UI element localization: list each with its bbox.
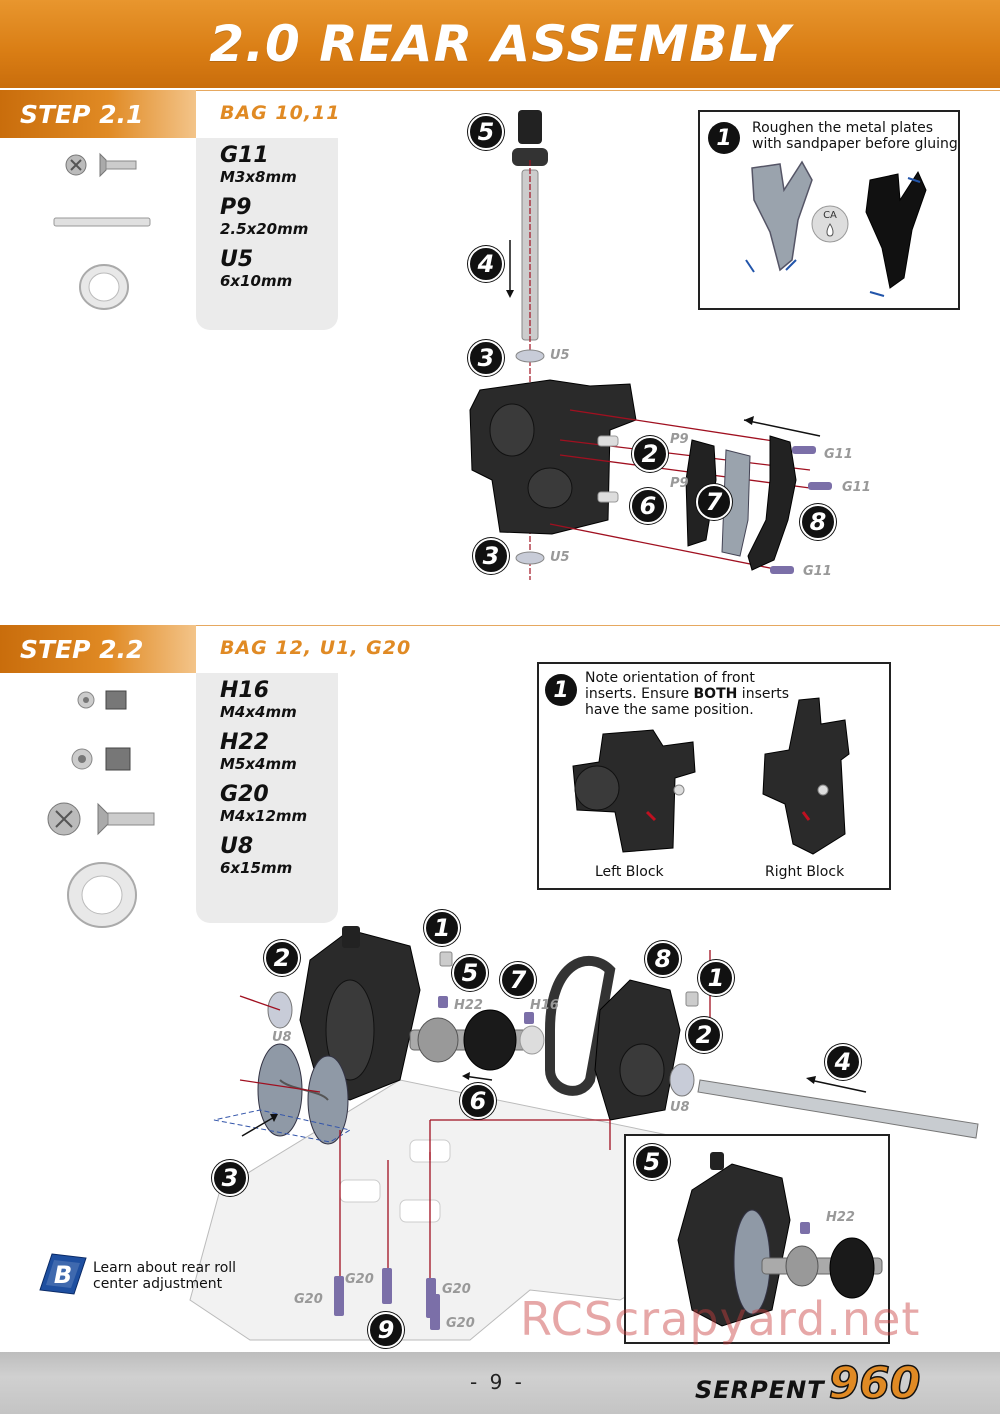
callout-4: 4 <box>825 1044 861 1080</box>
learn-text: Learn about rear roll center adjustment <box>93 1260 237 1292</box>
tag-u5b: U5 <box>550 550 570 565</box>
step-divider <box>196 90 1000 91</box>
part-g11: G11 M3x8mm <box>220 143 297 187</box>
metal-plates-illustration: CA <box>745 160 927 297</box>
callout-3: 3 <box>468 340 504 376</box>
svg-text:B: B <box>54 1261 72 1289</box>
screw-g20-icon <box>47 802 155 836</box>
step-2-2-parts-panel: H16 M4x4mm H22 M5x4mm G20 M4x12mm U8 6x1… <box>196 673 338 923</box>
tag-u8: U8 <box>272 1030 292 1045</box>
callout-1b: 1 <box>698 960 734 996</box>
tag-g20c: G20 <box>294 1292 323 1307</box>
tag-u8b: U8 <box>670 1100 690 1115</box>
glue-label: CA <box>823 210 837 221</box>
tag-g20b: G20 <box>442 1282 471 1297</box>
callout-6: 6 <box>630 488 666 524</box>
step-2-1-parts-panel: G11 M3x8mm P9 2.5x20mm U5 6x10mm <box>196 138 338 330</box>
inset-tag-h22: H22 <box>826 1210 855 1225</box>
part-u5: U5 6x10mm <box>220 247 293 291</box>
callout-6: 6 <box>460 1083 496 1119</box>
step-2-2-bag: BAG 12, U1, G20 <box>220 637 412 659</box>
setscrew-h16-icon <box>77 690 127 710</box>
inset-diff-illustration <box>677 1152 883 1327</box>
step-2-2-note-box: 1 Note orientation of front inserts. Ens… <box>537 662 891 890</box>
screw-g11-icon <box>65 152 137 178</box>
title-bar: 2.0 REAR ASSEMBLY <box>0 0 1000 88</box>
step-divider <box>196 625 1000 626</box>
page-number: - 9 - <box>470 1370 525 1394</box>
step-2-1-note-box: 1 Roughen the metal plates with sandpape… <box>698 110 960 310</box>
tag-g11b: G11 <box>842 480 871 495</box>
brand-model: 960 <box>828 1358 921 1409</box>
tag-p9b: P9 <box>670 476 689 491</box>
tag-p9: P9 <box>670 432 689 447</box>
watermark: RCScrapyard.net <box>520 1292 921 1346</box>
brand-name: SERPENT <box>695 1376 825 1404</box>
step-2-2-header: STEP 2.2 BAG 12, U1, G20 <box>0 625 1000 673</box>
note-text: Roughen the metal plates with sandpaper … <box>752 120 958 152</box>
brand-logo: SERPENT 960 <box>695 1358 921 1409</box>
footer: - 9 - SERPENT 960 <box>0 1352 1000 1414</box>
tag-u5: U5 <box>550 348 570 363</box>
part-p9: P9 2.5x20mm <box>220 195 309 239</box>
callout-1: 1 <box>424 910 460 946</box>
tag-g20d: G20 <box>446 1316 475 1331</box>
page-title: 2.0 REAR ASSEMBLY <box>209 15 791 73</box>
inset-callout-5: 5 <box>634 1144 670 1180</box>
inset-box-5: 5 H22 <box>624 1134 890 1344</box>
callout-3: 3 <box>212 1160 248 1196</box>
callout-8: 8 <box>800 504 836 540</box>
pin-p9-icon <box>53 217 151 227</box>
callout-3b: 3 <box>473 538 509 574</box>
part-g20: G20 M4x12mm <box>220 782 308 826</box>
learn-roll-center-link[interactable]: B Learn about rear roll center adjustmen… <box>38 1252 258 1296</box>
part-u8: U8 6x15mm <box>220 834 293 878</box>
tag-h16: H16 <box>530 998 559 1013</box>
part-h16: H16 M4x4mm <box>220 678 297 722</box>
right-block-illustration <box>762 697 850 855</box>
callout-2b: 2 <box>686 1017 722 1053</box>
note-number: 1 <box>708 122 740 154</box>
right-block-caption: Right Block <box>765 864 845 880</box>
part-h22: H22 M5x4mm <box>220 730 297 774</box>
note-number: 1 <box>545 674 577 706</box>
b-badge-icon: B <box>39 1253 87 1295</box>
step-2-1-header: STEP 2.1 BAG 10,11 <box>0 90 1000 138</box>
callout-4: 4 <box>468 246 504 282</box>
tag-h22: H22 <box>454 998 483 1013</box>
callout-8: 8 <box>645 941 681 977</box>
step-2-1-bag: BAG 10,11 <box>220 102 341 124</box>
tag-g20: G20 <box>345 1272 374 1287</box>
washer-u5-icon <box>79 264 129 310</box>
step-2-2-label: STEP 2.2 <box>0 625 196 673</box>
callout-5: 5 <box>452 955 488 991</box>
left-block-illustration <box>572 729 696 853</box>
tag-g11: G11 <box>824 447 853 462</box>
note-text: Note orientation of front inserts. Ensur… <box>585 670 790 718</box>
callout-2: 2 <box>632 436 668 472</box>
callout-7: 7 <box>500 962 536 998</box>
setscrew-h22-icon <box>71 747 131 771</box>
tag-g11c: G11 <box>803 564 832 579</box>
bearing-u8-icon <box>67 862 137 928</box>
callout-7: 7 <box>696 484 732 520</box>
callout-9: 9 <box>368 1312 404 1348</box>
callout-5: 5 <box>468 114 504 150</box>
left-block-caption: Left Block <box>595 864 664 880</box>
callout-2: 2 <box>264 940 300 976</box>
step-2-1-label: STEP 2.1 <box>0 90 196 138</box>
